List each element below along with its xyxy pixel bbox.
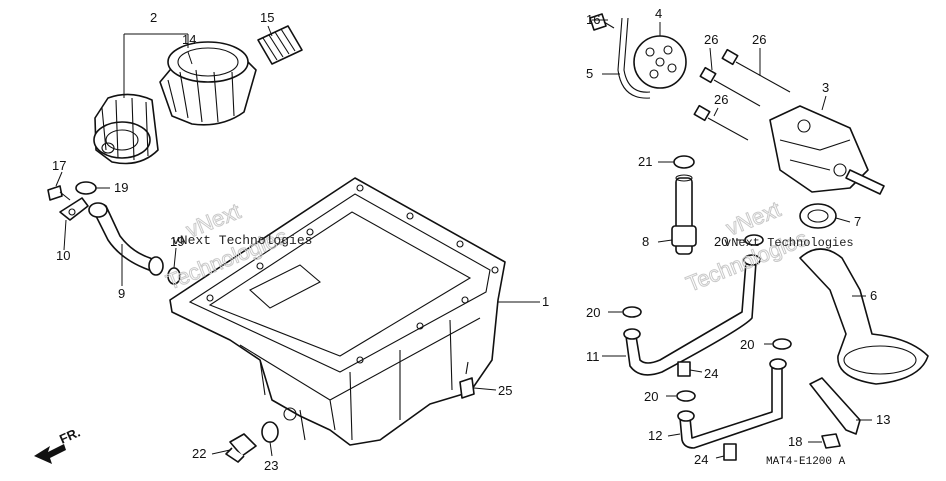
callout-20c: 20 (740, 337, 754, 352)
o-ring-19a (75, 181, 97, 195)
o-ring-21 (673, 155, 695, 169)
callout-22: 22 (192, 446, 206, 461)
front-direction-arrow: FR. (34, 425, 82, 464)
bolt-24-b (723, 443, 737, 461)
callout-6: 6 (870, 288, 877, 303)
callout-11: 11 (586, 349, 600, 364)
pump-sprocket (633, 35, 687, 89)
svg-text:vNext: vNext (723, 196, 785, 240)
bolt-24-a (677, 361, 691, 377)
callout-21: 21 (638, 154, 652, 169)
front-label: FR. (57, 425, 82, 447)
oil-filter-body (159, 41, 257, 126)
callout-15: 15 (260, 10, 274, 25)
oil-pipe-left (88, 202, 164, 276)
o-ring-20d (676, 390, 696, 402)
o-ring-20c (772, 338, 792, 350)
callout-4: 4 (655, 6, 662, 21)
oil-strainer (799, 248, 929, 385)
o-ring-20b (744, 234, 764, 246)
callout-16: 16 (586, 12, 600, 27)
bolt-26-c (693, 104, 749, 141)
filter-nipple (257, 25, 303, 65)
leader-lines (55, 19, 872, 459)
callout-18: 18 (788, 434, 802, 449)
bolt-26-a (721, 48, 791, 93)
oil-pipe-11 (623, 254, 761, 376)
callout-19b: 19 (170, 234, 184, 249)
callout-25: 25 (498, 383, 512, 398)
bolt-17 (47, 185, 71, 201)
pipe-bracket (59, 197, 89, 221)
drain-bolt (225, 433, 257, 463)
callout-13: 13 (876, 412, 890, 427)
nut-18 (821, 433, 841, 449)
callout-23: 23 (264, 458, 278, 473)
callout-5: 5 (586, 66, 593, 81)
callout-20b: 20 (714, 234, 728, 249)
oil-filter-cap (93, 93, 159, 165)
callout-9: 9 (118, 286, 125, 301)
oil-pan (169, 177, 506, 446)
svg-text:vNext Technologies: vNext Technologies (724, 236, 854, 250)
callout-20d: 20 (644, 389, 658, 404)
callout-26c: 26 (714, 92, 728, 107)
drain-washer (261, 421, 279, 443)
drive-chain (617, 17, 651, 99)
callout-26b: 26 (752, 32, 766, 47)
bolt-25 (459, 361, 475, 399)
oil-pipe-12 (677, 358, 787, 449)
callout-24b: 24 (694, 452, 708, 467)
callout-24a: 24 (704, 366, 718, 381)
svg-text:vNext Technologies: vNext Technologies (172, 233, 312, 248)
callout-20a: 20 (586, 305, 600, 320)
callout-1: 1 (542, 294, 549, 309)
diagram-code: MAT4-E1200 A (766, 456, 846, 468)
stay-bracket (809, 377, 861, 435)
callout-19a: 19 (114, 180, 128, 195)
callout-12: 12 (648, 428, 662, 443)
callout-10: 10 (56, 248, 70, 263)
callout-17: 17 (52, 158, 66, 173)
callout-26a: 26 (704, 32, 718, 47)
bolt-26-b (699, 66, 761, 107)
strainer-seal (799, 203, 837, 229)
bolt-16 (589, 13, 615, 31)
relief-valve (671, 174, 697, 255)
callout-7: 7 (854, 214, 861, 229)
callout-3: 3 (822, 80, 829, 95)
callout-2: 2 (150, 10, 157, 25)
callout-8: 8 (642, 234, 649, 249)
o-ring-20a (622, 306, 642, 318)
callout-14: 14 (182, 32, 196, 47)
oil-pump (769, 105, 885, 195)
